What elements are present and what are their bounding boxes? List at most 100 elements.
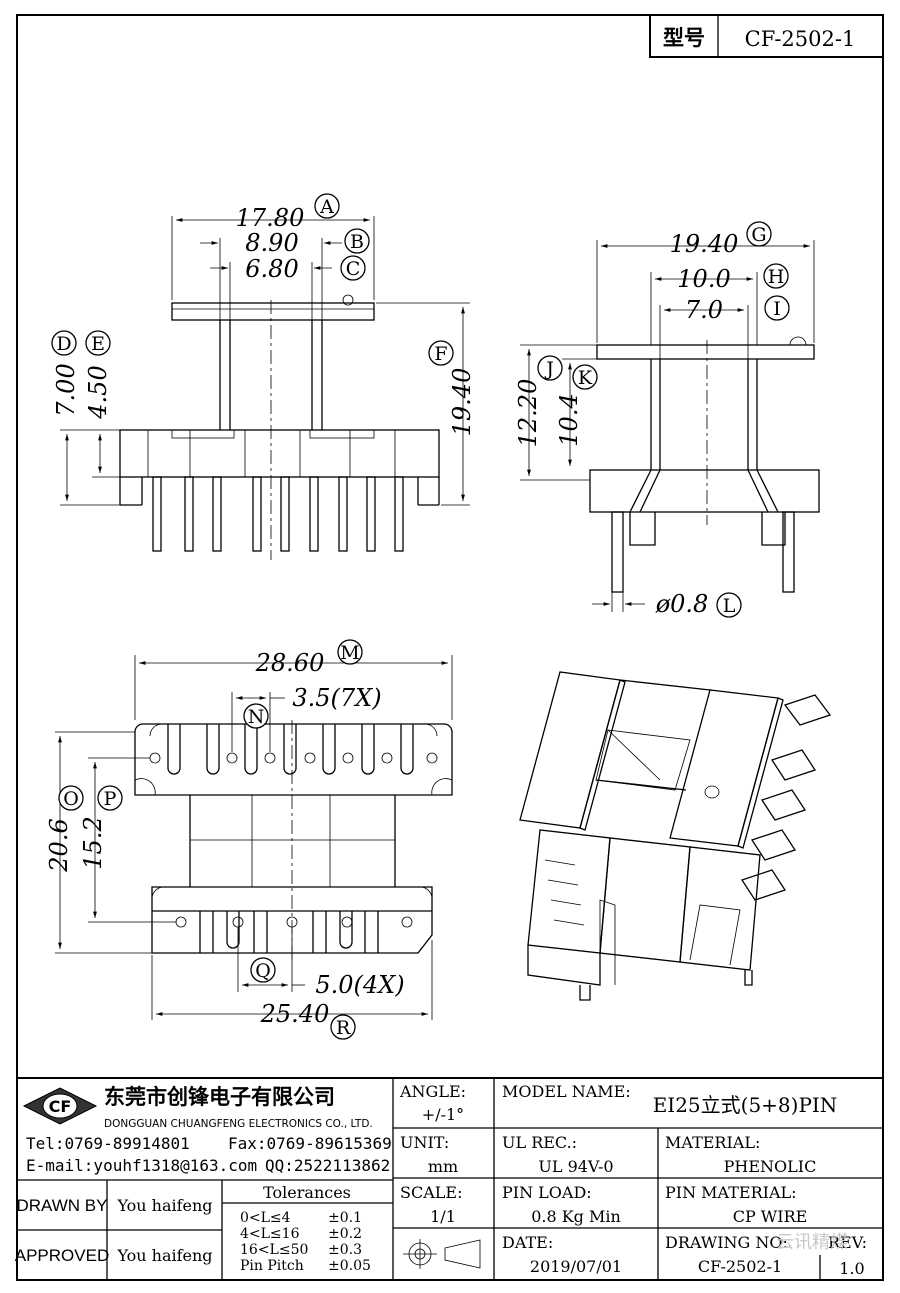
marker-label-n: N [248, 706, 265, 728]
marker-label-e: E [91, 333, 105, 355]
date-value: 2019/07/01 [530, 1257, 622, 1276]
marker-q: Q [250, 957, 276, 983]
marker-label-f: F [434, 343, 447, 365]
marker-label-k: K [578, 367, 593, 389]
marker-r: R [330, 1014, 356, 1040]
marker-label-r: R [336, 1017, 351, 1039]
drawing-no-value: CF-2502-1 [698, 1257, 782, 1276]
marker-d: D [51, 330, 77, 356]
tol-value-3: ±0.05 [328, 1258, 371, 1274]
unit-value: mm [428, 1157, 458, 1176]
marker-e: E [85, 330, 111, 356]
date-label: DATE: [502, 1233, 553, 1252]
dim-o: 20.6 [45, 818, 73, 872]
marker-label-h: H [768, 266, 785, 288]
dim-k: 10.4 [555, 393, 583, 446]
ul-value: UL 94V-0 [538, 1157, 613, 1176]
tol-range-2: 16<L≤50 [240, 1242, 308, 1258]
tolerances-title: Tolerances [263, 1183, 351, 1202]
dim-e: 4.50 [84, 365, 112, 419]
dim-p: 15.2 [79, 816, 107, 869]
marker-c: C [340, 255, 366, 281]
company-cn: 东莞市创锋电子有限公司 [104, 1085, 335, 1109]
marker-label-l: L [723, 595, 736, 617]
marker-label-m: M [340, 642, 359, 664]
company-en: DONGGUAN CHUANGFENG ELECTRONICS CO., LTD… [104, 1118, 373, 1130]
angle-label: ANGLE: [399, 1082, 466, 1101]
pin-load-label: PIN LOAD: [502, 1183, 592, 1202]
pin-load-value: 0.8 Kg Min [531, 1207, 621, 1226]
marker-label-j: J [544, 358, 554, 380]
header-box: 型号 CF-2502-1 [649, 14, 884, 58]
type-label: 型号 [663, 26, 705, 50]
tol-value-1: ±0.2 [328, 1226, 362, 1242]
marker-o: O [58, 785, 84, 811]
drawn-by-label: DRAWN BY [17, 1196, 108, 1215]
dim-n: 3.5(7X) [292, 684, 381, 712]
tol-range-1: 4<L≤16 [240, 1226, 300, 1242]
marker-k: K [572, 364, 598, 390]
ul-label: UL REC.: [502, 1133, 577, 1152]
tol-value-2: ±0.3 [328, 1242, 362, 1258]
scale-label: SCALE: [400, 1183, 462, 1202]
marker-j: J [537, 355, 563, 381]
rev-value: 1.0 [839, 1259, 864, 1278]
tol-value-0: ±0.1 [328, 1210, 362, 1226]
front-view: 17.80 8.90 6.80 7.00 4.50 19.40 [52, 204, 476, 560]
company-logo: CF [22, 1087, 98, 1125]
dim-b: 8.90 [245, 229, 298, 257]
marker-label-p: P [104, 788, 117, 810]
scale-value: 1/1 [430, 1207, 456, 1226]
email: E-mail:youhf1318@163.com [26, 1156, 257, 1175]
marker-l: L [716, 592, 742, 618]
tol-range-0: 0<L≤4 [240, 1210, 291, 1226]
marker-g: G [746, 221, 772, 247]
marker-f: F [428, 340, 454, 366]
marker-i: I [764, 295, 790, 321]
marker-label-o: O [63, 788, 79, 810]
marker-n: N [243, 703, 269, 729]
marker-b: B [344, 228, 370, 254]
material-label: MATERIAL: [665, 1133, 760, 1152]
dim-f: 19.40 [448, 368, 476, 437]
tel: Tel:0769-89914801 [26, 1134, 190, 1153]
svg-text:CF: CF [49, 1097, 72, 1116]
qq: QQ:2522113862 [265, 1156, 390, 1175]
dim-j: 12.20 [514, 379, 542, 448]
watermark: 云讯精煤 [776, 1232, 848, 1253]
dim-l: ø0.8 [655, 590, 709, 618]
rev-label: REV: [828, 1233, 867, 1252]
dim-a: 17.80 [236, 204, 305, 232]
marker-label-b: B [350, 231, 364, 253]
angle-value: +/-1° [422, 1105, 464, 1124]
material-value: PHENOLIC [724, 1157, 817, 1176]
unit-label: UNIT: [400, 1133, 449, 1152]
dim-c: 6.80 [245, 255, 298, 283]
pin-material-label: PIN MATERIAL: [665, 1183, 797, 1202]
marker-label-g: G [751, 224, 766, 246]
model-label: MODEL NAME: [502, 1082, 631, 1101]
side-view: 19.40 10.0 7.0 12.20 10.4 ø0.8 [514, 230, 820, 618]
dim-m: 28.60 [255, 649, 325, 677]
pin-material-value: CP WIRE [733, 1207, 808, 1226]
marker-a: A [314, 193, 340, 219]
marker-label-a: A [319, 196, 334, 218]
bottom-view: 28.60 3.5(7X) 20.6 15.2 5.0(4X) 25.40 [45, 649, 453, 1028]
model-value: EI25立式(5+8)PIN [653, 1093, 838, 1117]
dim-r: 25.40 [260, 1000, 330, 1028]
drawn-by-value: You haifeng [116, 1196, 212, 1215]
dim-d: 7.00 [52, 363, 80, 416]
marker-label-c: C [346, 258, 361, 280]
drawing-no-label: DRAWING NO: [665, 1233, 788, 1252]
projection-symbol-icon [403, 1239, 481, 1269]
marker-m: M [337, 639, 363, 665]
title-block: CF 东莞市创锋电子有限公司 DONGGUAN CHUANGFENG ELECT… [15, 1077, 884, 1281]
marker-label-i: I [773, 298, 781, 320]
approved-label: APPROVED [15, 1246, 109, 1265]
tol-range-3: Pin Pitch [240, 1258, 304, 1274]
dim-i: 7.0 [685, 296, 723, 324]
fax: Fax:0769-89615369 [228, 1134, 392, 1153]
marker-label-q: Q [255, 960, 271, 982]
